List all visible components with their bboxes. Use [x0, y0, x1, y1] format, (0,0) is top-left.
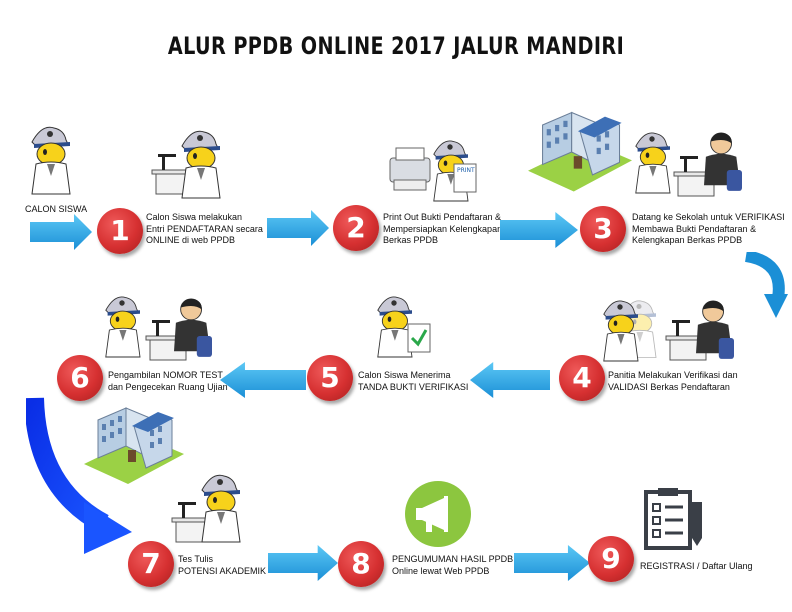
step-2-badge: 2 [333, 205, 379, 251]
step-3-badge: 3 [580, 206, 626, 252]
student-at-computer-figure [150, 126, 230, 206]
print-sheet-label: PRINT [457, 167, 475, 174]
step-1-text: Calon Siswa melakukan Entri PENDAFTARAN … [146, 212, 263, 245]
step-5-text: Calon Siswa Menerima TANDA BUKTI VERIFIK… [358, 370, 469, 392]
step-7-text: Tes Tulis POTENSI AKADEMIK [178, 554, 267, 576]
arrow-start-to-1 [28, 214, 94, 250]
step-9-text: REGISTRASI / Daftar Ulang [640, 561, 753, 571]
step-4-badge: 4 [559, 355, 605, 401]
student-meets-officer-figure [634, 130, 746, 200]
student-receives-number-figure [104, 294, 216, 364]
arrow-7-to-8 [268, 545, 338, 581]
checklist-icon [644, 488, 706, 552]
step-5-badge: 5 [307, 355, 353, 401]
student-with-receipt-figure [372, 294, 442, 364]
student-writing-test-figure [170, 472, 250, 550]
step-3-text: Datang ke Sekolah untuk VERIFIKASI Memba… [632, 212, 785, 245]
step-8-text: PENGUMUMAN HASIL PPDB Online lewat Web P… [392, 554, 514, 576]
arrow-5-to-6 [220, 362, 306, 398]
arrow-1-to-2 [264, 210, 332, 246]
school-building-figure-2 [84, 406, 184, 486]
curved-arrow-3-to-4 [742, 252, 788, 322]
step-6-text: Pengambilan NOMOR TEST dan Pengecekan Ru… [108, 370, 228, 392]
printer-and-student-figure: PRINT [384, 138, 480, 204]
student-figure [30, 124, 74, 196]
start-label: CALON SISWA [25, 204, 88, 214]
step-7-badge: 7 [128, 541, 174, 587]
school-building-figure [528, 110, 632, 194]
step-1-badge: 1 [97, 208, 143, 254]
megaphone-icon [404, 480, 472, 548]
page-title: ALUR PPDB ONLINE 2017 JALUR MANDIRI [167, 32, 625, 60]
arrow-8-to-9 [514, 545, 590, 581]
arrow-2-to-3 [500, 212, 578, 248]
step-2-text: Print Out Bukti Pendaftaran & Mempersiap… [383, 212, 503, 245]
step-4-text: Panitia Melakukan Verifikasi dan VALIDAS… [608, 370, 738, 392]
step-8-badge: 8 [338, 541, 384, 587]
curved-arrow-6-to-7 [26, 396, 136, 556]
step-6-badge: 6 [57, 355, 103, 401]
arrow-4-to-5 [470, 362, 550, 398]
verification-desk-figure [600, 294, 740, 366]
step-9-badge: 9 [588, 536, 634, 582]
